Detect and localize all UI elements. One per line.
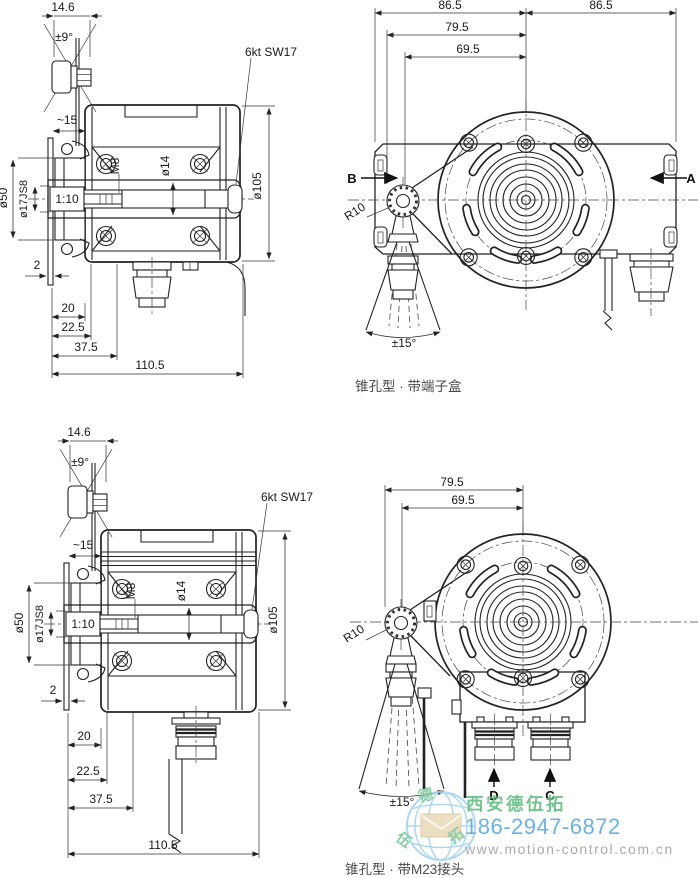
dim-2: 2 xyxy=(34,258,41,272)
thread-m8: M8 xyxy=(124,582,138,599)
dim-17js8: ø17JS8 xyxy=(18,180,30,218)
side-view-terminal-box: 14.6 ±9° ~15 6kt SW17 ø105 ø50 ø17JS8 1:… xyxy=(0,0,297,378)
radius-r10: R10 xyxy=(341,622,367,646)
dim-14: ø14 xyxy=(158,155,172,176)
dim-22-5: 22.5 xyxy=(61,320,85,334)
dim-79-5: 79.5 xyxy=(445,20,469,34)
dim-swing-15: ±15° xyxy=(390,795,415,809)
side-view-m23: 14.6 ±9° ~15 6kt SW17 ø105 ø50 ø17JS8 1:… xyxy=(12,425,313,858)
swing-fan: ±15° xyxy=(358,663,445,809)
housing-top-recess xyxy=(140,530,214,543)
terminal-box xyxy=(373,143,678,255)
dim-22-5: 22.5 xyxy=(76,764,100,778)
hex-label: 6kt SW17 xyxy=(261,490,313,504)
cable-break xyxy=(602,310,613,331)
screw-icon xyxy=(111,650,133,672)
caption-bottom: 锥孔型 · 带M23接头 xyxy=(345,861,464,877)
dim-swing-9: ±9° xyxy=(55,30,73,44)
dim-20: 20 xyxy=(61,301,75,315)
encoder-face xyxy=(348,100,698,310)
taper-shaft-section xyxy=(47,179,243,219)
watermark-website: www.motion-control.com.cn xyxy=(464,841,674,857)
dim-50: ø50 xyxy=(12,612,26,633)
shaft-hex-end xyxy=(243,609,259,639)
watermark-company: 西安德伍拓 xyxy=(466,794,566,814)
screw-icon xyxy=(456,555,475,574)
m23-connectors: D C xyxy=(417,687,574,803)
m23-connector-bottom xyxy=(168,706,221,854)
cable-gland xyxy=(132,257,246,316)
side-view-dimensions: 14.6 ±9° ~15 6kt SW17 ø105 ø50 ø17JS8 1:… xyxy=(12,425,313,858)
screw-icon xyxy=(574,248,593,267)
screw-icon xyxy=(205,650,227,672)
caption-top: 锥孔型 · 带端子盒 xyxy=(355,378,462,394)
shaft-hex-end xyxy=(227,184,243,214)
dim-37-5: 37.5 xyxy=(74,340,98,354)
front-bottom-dimensions: 79.5 69.5 xyxy=(384,475,524,607)
front-view-terminal-box: 86.5 86.5 79.5 69.5 xyxy=(342,0,698,350)
dim-69-5: 69.5 xyxy=(451,493,475,507)
dim-14-6: 14.6 xyxy=(67,425,91,439)
logo-char-left: 伍 xyxy=(392,828,415,852)
screw-icon xyxy=(574,133,593,152)
cable-break xyxy=(168,833,182,854)
taper-shaft-section xyxy=(63,604,259,644)
watermark-phone: 186-2947-6872 xyxy=(465,814,621,839)
dim-86-5-left: 86.5 xyxy=(438,0,462,12)
radius-r10: R10 xyxy=(342,200,368,224)
view-label-a: A xyxy=(686,171,696,186)
front-bottom-callouts: R10 xyxy=(341,622,387,646)
swing-fan: ±15° xyxy=(365,241,441,350)
dim-69-5: 69.5 xyxy=(456,42,480,56)
view-label-b: B xyxy=(347,171,356,186)
dim-14-6: 14.6 xyxy=(51,0,75,14)
taper-ratio: 1:10 xyxy=(55,192,79,206)
screw-icon xyxy=(571,670,590,689)
stator-coupling-stud xyxy=(59,448,113,571)
globe-logo-icon: 德 伍 拓 xyxy=(392,785,476,861)
dim-15: ~15 xyxy=(73,538,94,552)
dim-79-5: 79.5 xyxy=(440,475,464,489)
dim-swing-9: ±9° xyxy=(71,455,89,469)
encoder-face xyxy=(350,525,698,736)
dim-105: ø105 xyxy=(250,172,264,200)
dim-15: ~15 xyxy=(57,113,78,127)
taper-ratio: 1:10 xyxy=(71,617,95,631)
dim-110-5: 110.5 xyxy=(135,358,164,372)
hex-label: 6kt SW17 xyxy=(245,45,297,59)
dim-20: 20 xyxy=(77,729,91,743)
dim-105: ø105 xyxy=(266,606,280,634)
mounting-eyelet xyxy=(384,569,471,677)
view-label-c: C xyxy=(545,788,555,803)
screw-icon xyxy=(459,248,478,267)
mounting-eyelet xyxy=(386,146,474,255)
side-view-dimensions: 14.6 ±9° ~15 6kt SW17 ø105 ø50 ø17JS8 1:… xyxy=(0,0,297,378)
housing-top-recess xyxy=(124,105,198,118)
cable xyxy=(225,261,246,316)
thread-m8: M8 xyxy=(108,157,122,174)
logo-char-top: 德 xyxy=(416,785,435,806)
watermark: 德 伍 拓 西安德伍拓 186-2947-6872 www.motion-con… xyxy=(392,785,674,861)
dim-2: 2 xyxy=(50,683,57,697)
connector-box xyxy=(451,671,586,723)
front-view-m23: 79.5 69.5 xyxy=(341,475,698,809)
encoder-housing xyxy=(84,104,241,263)
dim-14: ø14 xyxy=(174,580,188,601)
front-top-dimensions: 86.5 86.5 79.5 69.5 xyxy=(374,0,677,184)
stator-coupling-stud xyxy=(43,23,97,146)
dim-50: ø50 xyxy=(0,187,10,208)
dim-17js8: ø17JS8 xyxy=(34,605,46,643)
front-top-cable-gland xyxy=(599,248,674,331)
dim-37-5: 37.5 xyxy=(89,792,113,806)
dim-swing-15: ±15° xyxy=(392,336,417,350)
screw-icon xyxy=(189,225,211,247)
dim-110-5: 110.5 xyxy=(148,838,177,852)
view-label-d: D xyxy=(489,788,498,803)
screw-icon xyxy=(571,555,590,574)
screw-icon xyxy=(459,133,478,152)
dim-86-5-right: 86.5 xyxy=(589,0,613,12)
screw-icon xyxy=(95,225,117,247)
